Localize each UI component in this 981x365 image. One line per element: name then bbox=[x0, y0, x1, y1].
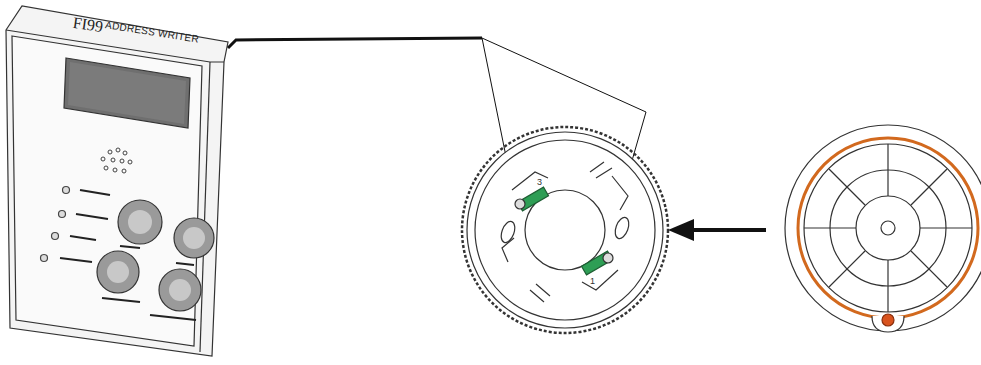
address-writer-device bbox=[6, 6, 228, 356]
detector-base bbox=[462, 127, 668, 333]
terminal-number: 3 bbox=[537, 178, 542, 187]
brand-name: FI99 bbox=[72, 15, 104, 35]
device-label-area: FI99ADDRESS WRITER bbox=[60, 12, 210, 52]
device-name: ADDRESS WRITER bbox=[104, 20, 199, 45]
detector-head bbox=[785, 125, 981, 332]
terminal-number: 1 bbox=[590, 277, 595, 286]
insert-arrow bbox=[668, 219, 766, 241]
